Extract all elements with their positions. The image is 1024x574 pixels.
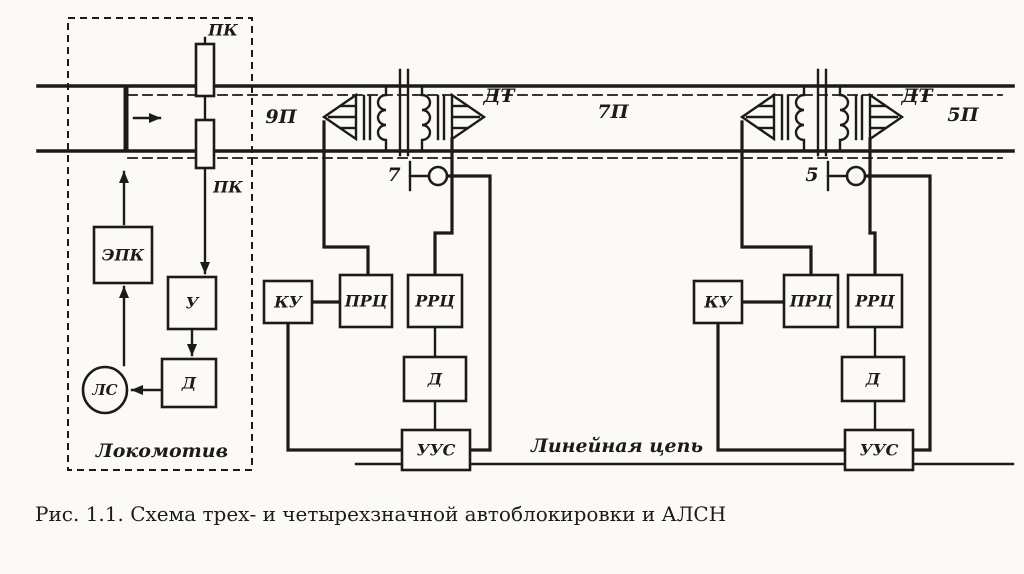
- wayside-signal-7: 7: [387, 160, 449, 192]
- locomotive-label: Локомотив: [95, 440, 228, 462]
- amplifier-label: У: [186, 294, 200, 313]
- amplifier-box: [166, 275, 218, 331]
- decoder-box-2: [840, 355, 906, 403]
- prc-label-1: ПРЦ: [344, 292, 388, 311]
- epk-label: ЭПК: [102, 246, 145, 265]
- ku-to-uus-wire-1: [286, 321, 404, 452]
- epk-box: [92, 225, 154, 285]
- section-9p-label: 9П: [265, 106, 297, 128]
- uus-box-1: [400, 428, 472, 472]
- decoder-label-1: Д: [427, 370, 443, 389]
- transformer-to-rrc-wire-1: [433, 137, 454, 278]
- bond-winding-right: [420, 84, 432, 153]
- ku-box-2: [692, 279, 744, 325]
- bond-winding-left: [794, 84, 806, 153]
- rrc-label-1: РРЦ: [414, 292, 455, 311]
- locomotive-outline: [67, 17, 253, 471]
- transformer-to-rrc-wire-2: [868, 137, 877, 278]
- ku-box-1: [262, 279, 314, 325]
- uus-box-2: [843, 428, 915, 472]
- prc-label-2: ПРЦ: [789, 292, 833, 311]
- track-section-labels: 9П 7П 5П: [265, 101, 979, 128]
- signal-number-5: 5: [805, 164, 818, 186]
- uus-label-2: УУС: [860, 441, 899, 460]
- decoder-label-2: Д: [865, 370, 881, 389]
- receiver-coil-top-label: ПК: [207, 21, 238, 40]
- feed-wire-to-prc-1: [322, 120, 370, 278]
- signal-number-7: 7: [387, 164, 400, 186]
- loco-decoder-label: Д: [181, 374, 197, 393]
- impedance-bond-1: ДТ: [321, 68, 516, 157]
- bond-winding-left: [376, 84, 388, 153]
- signal-point-1: ДТ 7 КУ ПРЦ РРЦ Д УУС: [262, 68, 516, 472]
- cab-signal-oval: [81, 365, 129, 415]
- locomotive-group: ПК ПК ЭПК У Д ЛС Локомотив: [67, 17, 253, 471]
- dt-label-1: ДТ: [482, 85, 516, 107]
- ku-label-1: КУ: [273, 293, 303, 312]
- rrc-box-2: [846, 273, 904, 329]
- section-7p-label: 7П: [597, 101, 629, 123]
- wayside-signal-5: 5: [805, 160, 867, 192]
- receiver-coil-top: [194, 42, 216, 98]
- line-circuit-label: Линейная цепь: [530, 435, 703, 457]
- signal-to-uus-wire-2: [863, 174, 932, 452]
- loco-decoder-box: [160, 357, 218, 409]
- signal-point-2: ДТ 5 КУ ПРЦ РРЦ Д УУС: [692, 68, 934, 472]
- signal-head: [427, 165, 449, 187]
- decoder-box-1: [402, 355, 468, 403]
- section-5p-label: 5П: [947, 104, 979, 126]
- impedance-bond-2: ДТ: [739, 68, 934, 157]
- ku-label-2: КУ: [703, 293, 733, 312]
- receiver-coil-bottom-label: ПК: [212, 178, 243, 197]
- feed-wire-to-prc-2: [740, 120, 813, 278]
- bond-winding-right: [838, 84, 850, 153]
- receiver-coil-bottom: [194, 118, 216, 170]
- rails: [36, 84, 1015, 159]
- figure-caption: Рис. 1.1. Схема трех- и четырехзначной а…: [35, 502, 726, 526]
- uus-label-1: УУС: [417, 441, 456, 460]
- prc-box-2: [782, 273, 840, 329]
- rrc-label-2: РРЦ: [854, 292, 895, 311]
- signal-to-uus-wire-1: [445, 174, 492, 452]
- cab-signal-label: ЛС: [91, 381, 117, 399]
- dt-label-2: ДТ: [900, 85, 934, 107]
- ku-to-uus-wire-2: [716, 321, 847, 452]
- rrc-box-1: [406, 273, 464, 329]
- signal-head: [845, 165, 867, 187]
- prc-box-1: [338, 273, 394, 329]
